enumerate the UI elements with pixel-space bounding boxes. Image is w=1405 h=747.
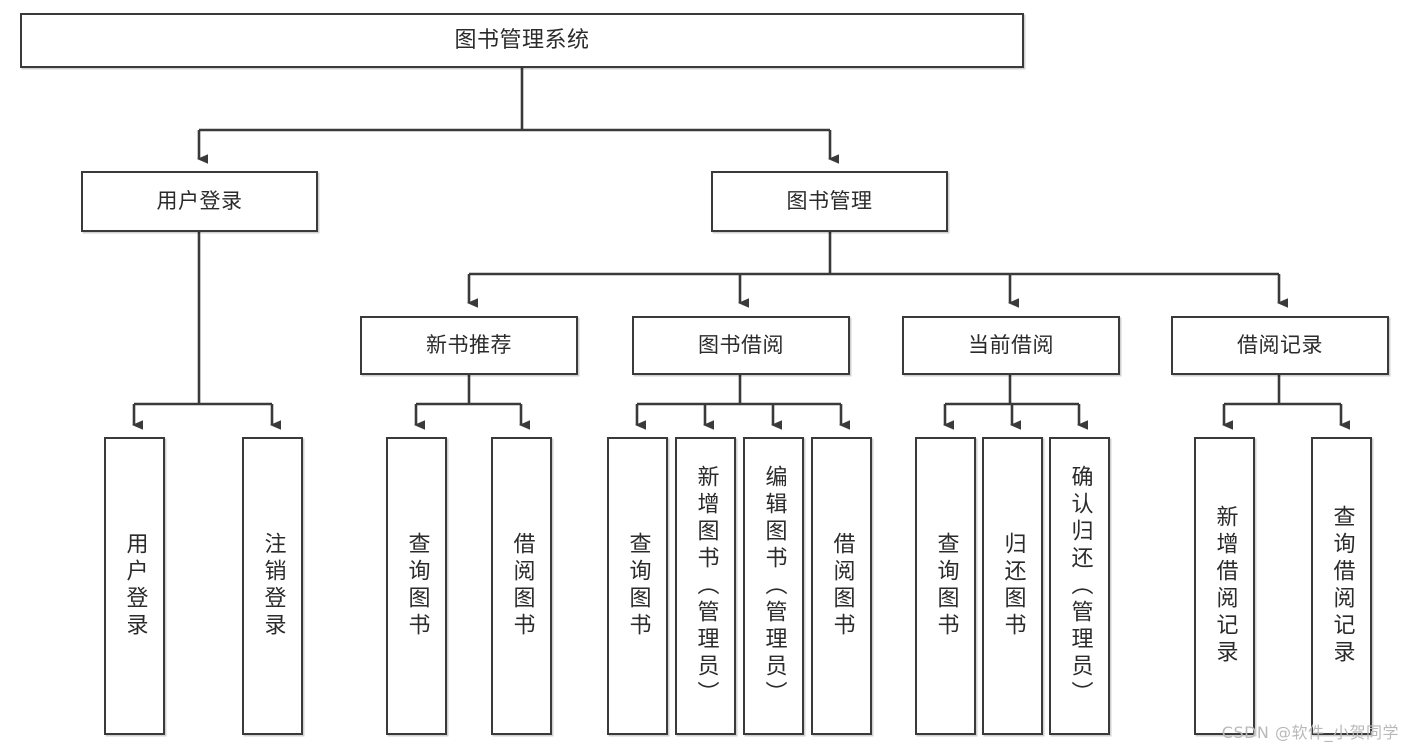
leaf-user-login-signin[interactable]: 用户登录 bbox=[104, 437, 165, 735]
node-label: 归还图书 bbox=[1000, 532, 1026, 640]
node-root-library-system[interactable]: 图书管理系统 bbox=[20, 13, 1024, 68]
node-label: 查询图书 bbox=[404, 532, 430, 640]
leaf-borrow-edit-book-admin[interactable]: 编辑图书（管理员） bbox=[743, 437, 804, 735]
node-book-borrow[interactable]: 图书借阅 bbox=[632, 316, 850, 375]
leaf-recommend-query-book[interactable]: 查询图书 bbox=[386, 437, 447, 735]
node-label: 查询图书 bbox=[933, 532, 959, 640]
node-label: 查询借阅记录 bbox=[1329, 505, 1355, 667]
leaf-user-login-signout[interactable]: 注销登录 bbox=[242, 437, 303, 735]
node-label: 新增借阅记录 bbox=[1212, 505, 1238, 667]
leaf-current-confirm-return-admin[interactable]: 确认归还（管理员） bbox=[1049, 437, 1110, 735]
node-label: 用户登录 bbox=[156, 189, 243, 214]
node-label: 查询图书 bbox=[625, 532, 651, 640]
node-label: 借阅图书 bbox=[829, 532, 855, 640]
node-label: 图书借阅 bbox=[698, 333, 784, 358]
node-book-management[interactable]: 图书管理 bbox=[711, 171, 948, 232]
node-new-book-recommend[interactable]: 新书推荐 bbox=[360, 316, 578, 375]
leaf-record-add-record[interactable]: 新增借阅记录 bbox=[1194, 437, 1255, 735]
node-label: 用户登录 bbox=[122, 532, 148, 640]
leaf-borrow-borrow-book[interactable]: 借阅图书 bbox=[811, 437, 872, 735]
node-label: 借阅记录 bbox=[1237, 333, 1323, 358]
node-label: 编辑图书（管理员） bbox=[761, 464, 787, 708]
node-label: 当前借阅 bbox=[968, 333, 1054, 358]
node-user-login[interactable]: 用户登录 bbox=[81, 171, 318, 232]
node-label: 借阅图书 bbox=[509, 532, 535, 640]
leaf-borrow-add-book-admin[interactable]: 新增图书（管理员） bbox=[675, 437, 736, 735]
leaf-current-return-book[interactable]: 归还图书 bbox=[982, 437, 1043, 735]
node-label: 注销登录 bbox=[260, 532, 286, 640]
node-borrow-record[interactable]: 借阅记录 bbox=[1171, 316, 1389, 375]
node-label: 图书管理 bbox=[786, 189, 873, 214]
node-current-borrow[interactable]: 当前借阅 bbox=[902, 316, 1120, 375]
node-label: 新增图书（管理员） bbox=[693, 464, 719, 708]
node-label: 确认归还（管理员） bbox=[1067, 464, 1093, 708]
leaf-borrow-query-book[interactable]: 查询图书 bbox=[607, 437, 668, 735]
leaf-recommend-borrow-book[interactable]: 借阅图书 bbox=[491, 437, 552, 735]
node-label: 新书推荐 bbox=[426, 333, 512, 358]
leaf-current-query-book[interactable]: 查询图书 bbox=[915, 437, 976, 735]
leaf-record-query-record[interactable]: 查询借阅记录 bbox=[1311, 437, 1372, 735]
node-label: 图书管理系统 bbox=[454, 27, 590, 53]
watermark-text: CSDN @软件_小贺同学 bbox=[1221, 723, 1399, 742]
